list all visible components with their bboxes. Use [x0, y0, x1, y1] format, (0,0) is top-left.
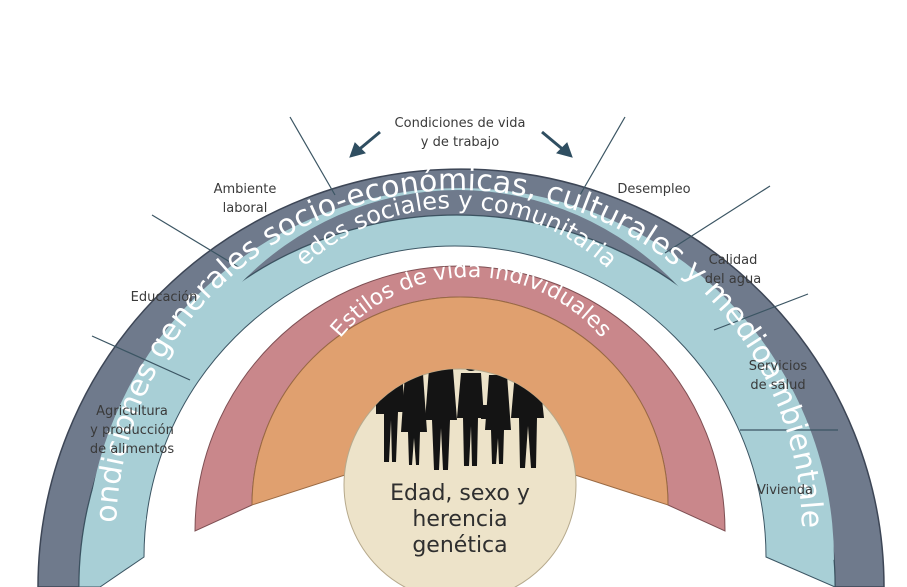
core-label: Edad, sexo y herencia genética — [390, 481, 530, 558]
svg-text:de alimentos: de alimentos — [90, 442, 175, 457]
svg-text:Desempleo: Desempleo — [617, 182, 690, 197]
svg-text:herencia: herencia — [412, 507, 507, 532]
segment-education: Educación — [131, 290, 198, 305]
segment-work-environment: Ambiente laboral — [214, 182, 277, 216]
segment-dividers — [91, 116, 838, 431]
segment-health-services: Servicios de salud — [749, 359, 808, 393]
segment-housing: Vivienda — [757, 483, 813, 498]
svg-text:Servicios: Servicios — [749, 359, 808, 374]
arrow-down-left-icon — [349, 130, 381, 158]
svg-text:del agua: del agua — [705, 272, 761, 287]
segment-agriculture: Agricultura y producción de alimentos — [90, 404, 175, 457]
svg-text:Educación: Educación — [131, 290, 198, 305]
living-working-heading: Condiciones de vida y de trabajo — [395, 116, 526, 150]
living-working-conditions-band — [78, 214, 836, 587]
svg-text:y producción: y producción — [90, 423, 174, 438]
svg-text:Condiciones de vida: Condiciones de vida — [395, 116, 526, 131]
segment-unemployment: Desempleo — [617, 182, 690, 197]
svg-text:Agricultura: Agricultura — [96, 404, 168, 419]
svg-text:y de trabajo: y de trabajo — [421, 135, 499, 150]
svg-text:Edad, sexo y: Edad, sexo y — [390, 481, 530, 506]
svg-text:laboral: laboral — [223, 201, 268, 216]
svg-text:genética: genética — [412, 533, 507, 558]
svg-text:Ambiente: Ambiente — [214, 182, 277, 197]
segment-water-quality: Calidad del agua — [705, 253, 761, 287]
svg-text:Vivienda: Vivienda — [757, 483, 813, 498]
svg-text:Calidad: Calidad — [709, 253, 758, 268]
svg-text:de salud: de salud — [750, 378, 805, 393]
arrow-down-right-icon — [541, 130, 573, 158]
